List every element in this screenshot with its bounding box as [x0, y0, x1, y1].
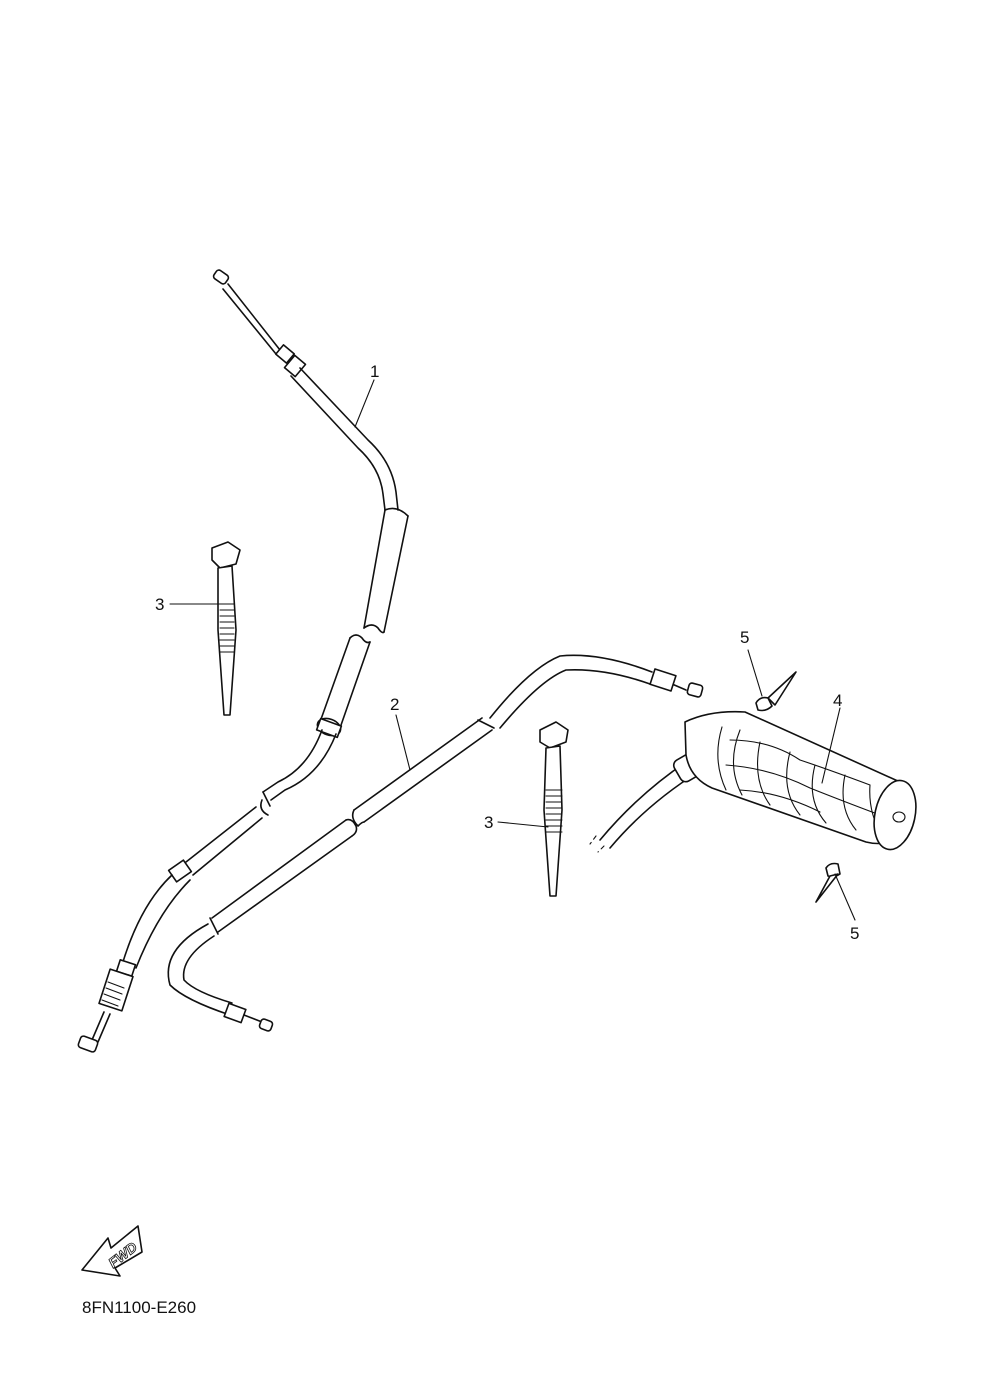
callout-5a: 5 — [740, 628, 749, 647]
cable-tie-right — [539, 721, 569, 897]
callout-3b: 3 — [484, 813, 493, 832]
fwd-arrow-icon: FWD — [81, 1225, 143, 1277]
cable-2 — [167, 654, 704, 1032]
callout-3a: 3 — [155, 595, 164, 614]
cable-1 — [77, 269, 409, 1053]
callout-4: 4 — [833, 691, 842, 710]
callout-1: 1 — [370, 362, 379, 381]
callout-5b: 5 — [850, 924, 859, 943]
throttle-grip — [589, 710, 917, 853]
callout-2: 2 — [390, 695, 399, 714]
diagram-code: 8FN1100-E260 — [82, 1298, 196, 1317]
cable-tie-left — [211, 541, 241, 716]
pin-upper — [755, 671, 797, 712]
pin-lower — [815, 862, 841, 903]
